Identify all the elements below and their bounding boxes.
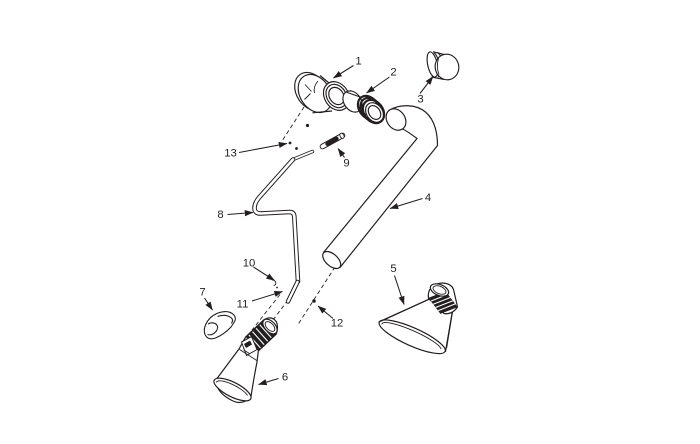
callout-arrow-13 bbox=[238, 141, 288, 154]
callout-label-1: 1 bbox=[355, 56, 361, 68]
cap-front-face bbox=[434, 53, 460, 81]
part-3-end-cap bbox=[426, 51, 460, 81]
screw-dot bbox=[305, 123, 310, 128]
callout-arrow-6 bbox=[258, 377, 279, 386]
tube-axis-dashed-line bbox=[296, 266, 336, 327]
tube-elbow-opening bbox=[385, 108, 407, 131]
tube-body bbox=[322, 105, 439, 269]
part-2-coupling-sleeve bbox=[342, 90, 386, 125]
callout-arrow-7 bbox=[204, 297, 213, 311]
spray-inlet-opening bbox=[432, 285, 447, 295]
nozzle-mouth bbox=[213, 377, 252, 402]
nozzle-mouth-lip bbox=[216, 380, 248, 396]
callout-label-6: 6 bbox=[282, 372, 288, 384]
thread-crest bbox=[259, 324, 272, 339]
callout-label-10: 10 bbox=[243, 258, 256, 270]
spray-mouth-lip bbox=[381, 322, 442, 350]
collar-bottom-edge bbox=[312, 110, 333, 114]
callout-arrow-4 bbox=[389, 197, 423, 210]
part-7-retaining-clip bbox=[203, 311, 236, 340]
clip-body bbox=[203, 311, 236, 340]
thread-crest bbox=[255, 327, 269, 342]
callout-labels: 1 2 3 4 5 6 7 8 9 10 11 12 13 bbox=[199, 56, 431, 384]
callout-label-2: 2 bbox=[390, 67, 396, 79]
callout-arrow-3 bbox=[419, 76, 434, 94]
callout-label-8: 8 bbox=[217, 209, 223, 221]
collar-ring bbox=[325, 83, 348, 109]
callout-leaders bbox=[204, 65, 434, 386]
screw-dot bbox=[295, 147, 298, 150]
spray-thread-band bbox=[428, 291, 458, 314]
screw-end-cap bbox=[339, 132, 345, 139]
nozzle-seam bbox=[239, 349, 258, 362]
nozzle-window-detail bbox=[243, 349, 250, 354]
rod-insert-dashed-line-a bbox=[251, 294, 281, 331]
part-9-set-screw bbox=[319, 132, 346, 150]
callout-arrow-1 bbox=[333, 65, 354, 79]
thread-crest bbox=[252, 331, 265, 345]
screw-dot bbox=[288, 141, 292, 145]
flange-face-detail bbox=[304, 80, 319, 100]
part-6-nozzle-spout bbox=[213, 317, 279, 404]
callout-label-4: 4 bbox=[425, 192, 431, 204]
spray-inlet-rim bbox=[429, 283, 450, 297]
collar-top-edge bbox=[319, 75, 330, 84]
part-13-mounting-screws bbox=[288, 123, 310, 150]
cap-face-highlight bbox=[436, 58, 440, 75]
callout-label-7: 7 bbox=[199, 287, 205, 299]
nozzle-inlet-rim bbox=[262, 318, 278, 335]
thread-crest bbox=[435, 300, 454, 309]
small-clip-pin bbox=[276, 286, 278, 289]
nozzle-inlet-opening bbox=[264, 321, 276, 332]
clip-rim bbox=[217, 314, 234, 324]
callout-arrow-12 bbox=[317, 305, 334, 319]
thread-crest bbox=[437, 303, 456, 312]
sleeve-rib bbox=[361, 98, 386, 125]
callout-label-11: 11 bbox=[237, 299, 249, 311]
callout-arrow-10 bbox=[253, 266, 275, 281]
part-4-spout-tube bbox=[322, 105, 439, 270]
flange-axis-dashed-line bbox=[281, 106, 305, 142]
callout-label-13: 13 bbox=[224, 148, 237, 160]
part-8-diverter-rod bbox=[252, 149, 315, 304]
part-10-small-clip bbox=[271, 279, 278, 289]
sleeve-front-face bbox=[365, 102, 384, 123]
callout-label-9: 9 bbox=[343, 158, 349, 170]
nozzle-window-lever bbox=[244, 340, 252, 348]
cap-top-edge bbox=[432, 51, 445, 56]
collar-opening bbox=[328, 86, 345, 106]
part-12-ball bbox=[312, 299, 316, 303]
callout-arrow-2 bbox=[366, 76, 390, 94]
callout-arrow-5 bbox=[394, 275, 405, 305]
screw-knurl-band bbox=[325, 136, 339, 147]
rod-paddle-fill bbox=[286, 280, 299, 303]
rod-fill bbox=[253, 158, 300, 283]
clip-hook bbox=[207, 322, 219, 336]
callout-label-12: 12 bbox=[331, 318, 344, 330]
sleeve-top-edge bbox=[345, 91, 362, 99]
part-5-fan-spray-head bbox=[378, 282, 459, 355]
callout-arrow-9 bbox=[337, 148, 346, 158]
part-1-wall-flange bbox=[294, 71, 351, 114]
callout-label-3: 3 bbox=[417, 94, 423, 106]
callout-label-5: 5 bbox=[390, 263, 396, 275]
tube-bottom-opening bbox=[322, 250, 342, 270]
callout-arrow-8 bbox=[227, 210, 254, 217]
callout-arrow-11 bbox=[251, 290, 283, 302]
rod-tip-fill bbox=[292, 150, 314, 161]
spray-cone-edges bbox=[378, 298, 454, 349]
sleeve-front-opening bbox=[367, 105, 382, 120]
thread-crest bbox=[432, 296, 451, 305]
